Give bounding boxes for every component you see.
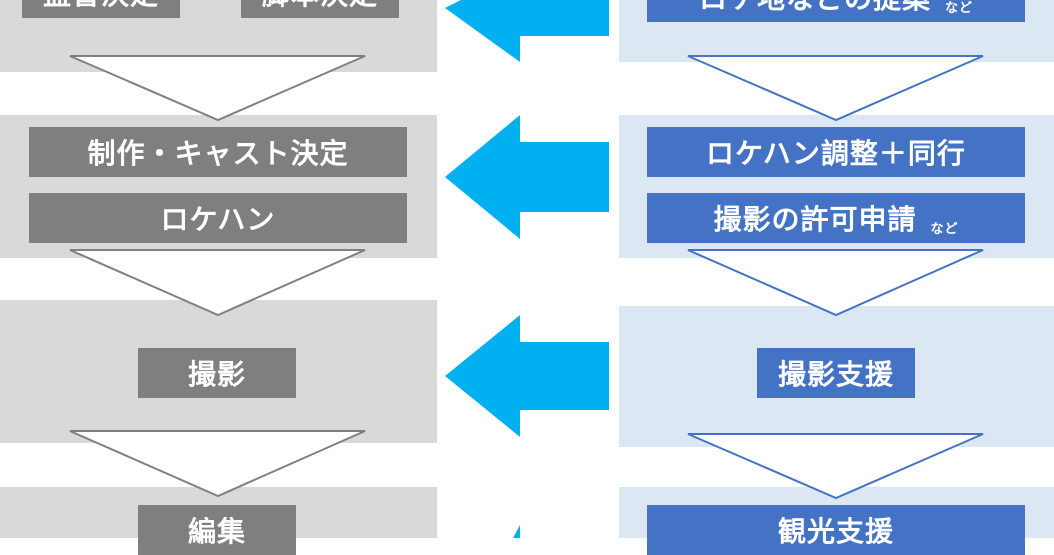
left-row4-box1: 編集 bbox=[138, 505, 296, 555]
down-arrow-right-2 bbox=[687, 249, 984, 317]
right-row2-box2: 撮影の許可申請 など bbox=[647, 193, 1025, 243]
left-row1-box2-label: 脚本決定 bbox=[262, 0, 378, 13]
left-row2-box2-label: ロケハン bbox=[160, 203, 276, 236]
down-arrow-right-1 bbox=[687, 55, 984, 122]
right-row1-box1-note: など bbox=[945, 1, 974, 16]
right-row2-box2-label: 撮影の許可申請 bbox=[713, 203, 917, 236]
left-row2-box1-label: 制作・キャスト決定 bbox=[87, 137, 349, 170]
down-arrow-right-3 bbox=[687, 433, 984, 500]
left-row1-box1: 監督決定 bbox=[22, 0, 180, 18]
right-row4-box1: 観光支援 bbox=[647, 505, 1025, 555]
left-arrow-4 bbox=[513, 525, 520, 538]
down-arrow-left-1 bbox=[69, 55, 366, 122]
right-row2-box1-label: ロケハン調整＋同行 bbox=[706, 137, 966, 170]
down-arrow-left-3 bbox=[69, 430, 366, 498]
left-row2-box2: ロケハン bbox=[29, 193, 407, 243]
right-row2-box1: ロケハン調整＋同行 bbox=[647, 127, 1025, 177]
right-row3-box1-label: 撮影支援 bbox=[777, 358, 894, 391]
left-arrow-1 bbox=[445, 0, 609, 62]
right-row3-box1: 撮影支援 bbox=[757, 348, 915, 398]
left-arrow-2 bbox=[445, 115, 609, 239]
left-row1-box2: 脚本決定 bbox=[241, 0, 399, 18]
right-row1-box1-label: ロケ地などの提案 bbox=[699, 0, 931, 17]
left-row3-box1-label: 撮影 bbox=[187, 358, 246, 391]
right-row1-box1: ロケ地などの提案 など bbox=[647, 0, 1025, 22]
down-arrow-left-2 bbox=[69, 249, 366, 317]
right-row4-box1-label: 観光支援 bbox=[777, 515, 894, 548]
right-row2-box2-note: など bbox=[930, 222, 959, 237]
flow-arrows bbox=[69, 0, 984, 538]
left-row4-box1-label: 編集 bbox=[187, 515, 246, 548]
left-row1-box1-label: 監督決定 bbox=[43, 0, 159, 13]
left-arrow-3 bbox=[445, 315, 609, 437]
left-row3-box1: 撮影 bbox=[138, 348, 296, 398]
left-row2-box1: 制作・キャスト決定 bbox=[29, 127, 407, 177]
